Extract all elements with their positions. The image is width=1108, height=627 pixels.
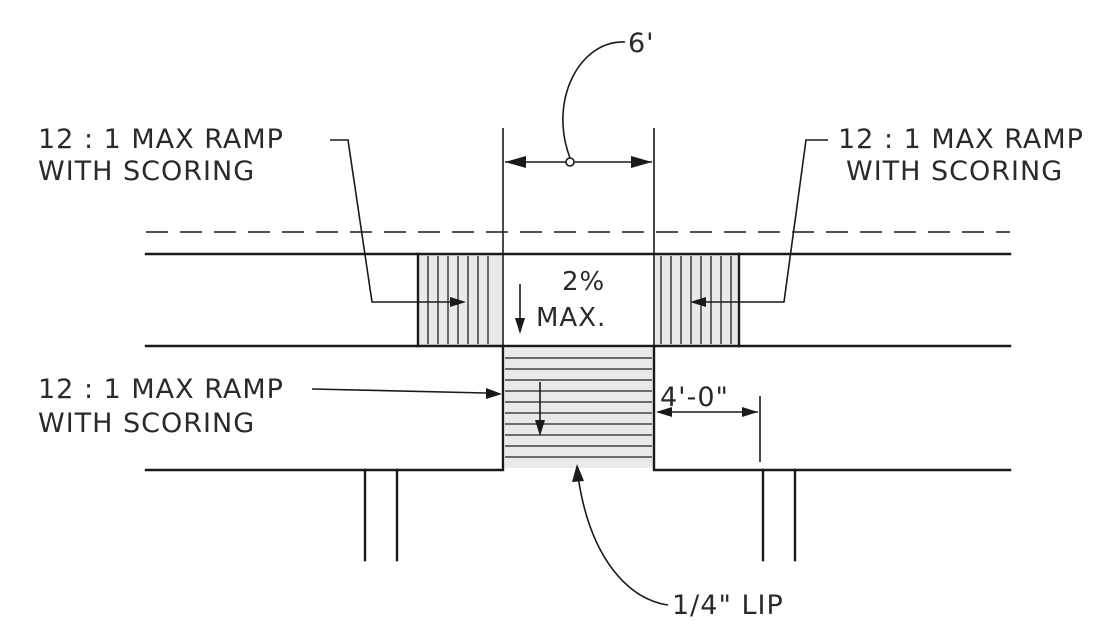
lower-ramp-scoring (505, 357, 652, 458)
left-ramp-area (418, 254, 502, 346)
landing-slope-label-line1: 2% (562, 267, 605, 297)
left-ramp-scoring (427, 256, 489, 344)
side-dimension-label: 4'-0" (660, 382, 729, 413)
dim-arrow-right (631, 156, 652, 168)
width-dimension-label: 6' (628, 28, 655, 59)
side-dim-arrow-left (656, 407, 672, 417)
width-leader-curve (562, 41, 626, 159)
curb-line-with-notch (144, 344, 505, 472)
ramp-label-upper-right-line1: 12 : 1 MAX RAMP (838, 124, 1084, 155)
dim-arrow-left (505, 156, 526, 168)
leader-upper-left-arrow (450, 297, 466, 307)
ramp-label-upper-left-line1: 12 : 1 MAX RAMP (38, 124, 284, 155)
leader-dot (565, 157, 575, 167)
landing-slope-arrowhead (515, 318, 525, 334)
ramp-label-lower-left-line2: WITH SCORING (38, 408, 255, 439)
ramp-label-upper-left-line2: WITH SCORING (38, 156, 255, 187)
lower-ramp-slope-arrowhead (535, 420, 545, 436)
leader-upper-left (330, 139, 462, 303)
ramp-label-lower-left-line1: 12 : 1 MAX RAMP (38, 374, 284, 405)
leader-lower-left-arrow (486, 388, 502, 399)
landing-slope-label-line2: MAX. (536, 303, 606, 333)
leader-upper-right-arrow (690, 297, 706, 307)
ramp-label-upper-right-line2: WITH SCORING (846, 156, 1063, 187)
lower-ramp-area (505, 348, 654, 468)
lip-label: 1/4" LIP (672, 590, 784, 621)
lip-leader-curve (577, 475, 669, 606)
side-dim-arrow-right (742, 407, 758, 417)
leader-lower-left (311, 388, 487, 394)
curb-line-with-notch-right (652, 344, 1012, 472)
lip-leader-arrow (572, 464, 584, 482)
leader-upper-right (694, 139, 828, 303)
